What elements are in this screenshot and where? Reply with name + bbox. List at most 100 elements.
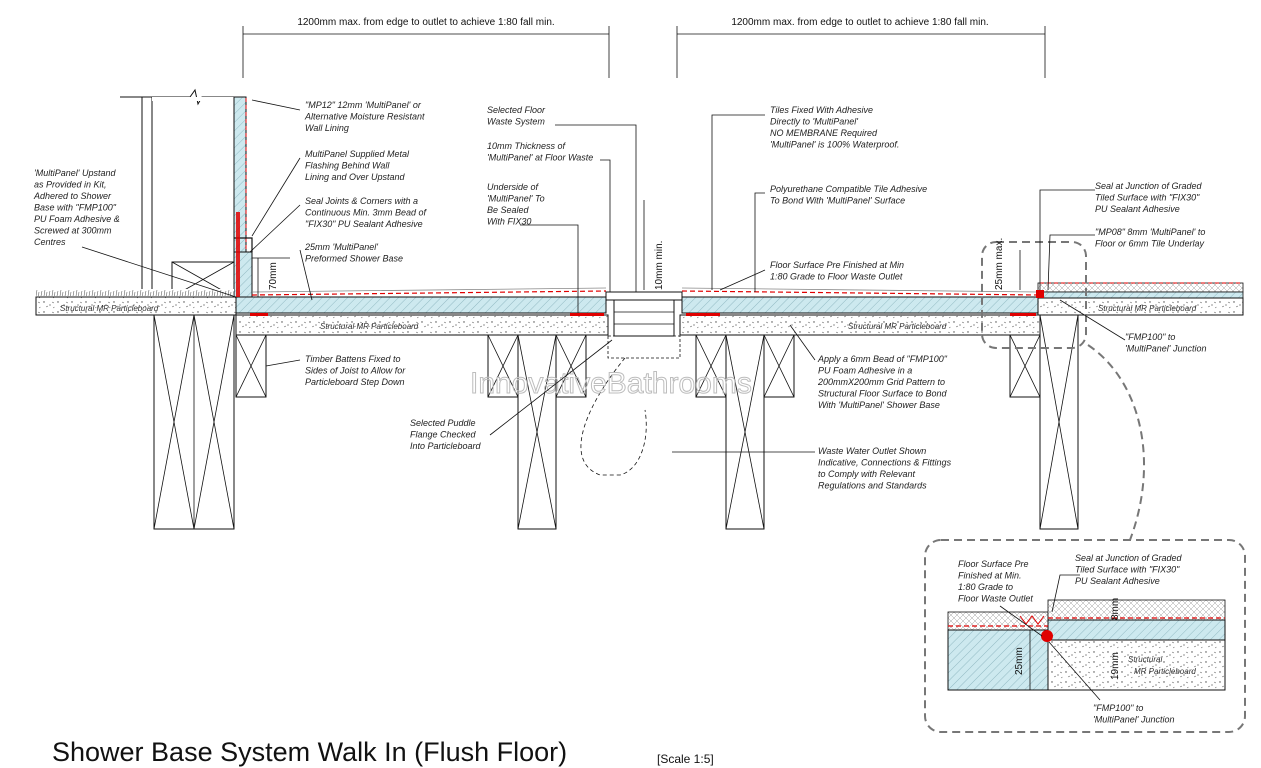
detail-structural-1: Structural — [1128, 655, 1162, 664]
detail-tile-text: 8mm — [1110, 598, 1121, 620]
shower-base — [235, 287, 1039, 314]
note-upstand: 'MultiPanel' Upstand as Provided in Kit,A… — [33, 168, 120, 247]
joists — [153, 314, 1079, 530]
right-floor: Structural MR Particleboard — [1037, 282, 1244, 316]
note-mp12: "MP12" 12mm 'MultiPanel' or Alternative M… — [304, 100, 425, 133]
fall-right-text: 1200mm max. from edge to outlet to achie… — [731, 17, 988, 28]
note-line: as Provided in Kit, — [34, 180, 107, 190]
detail-structural-2: MR Particleboard — [1134, 667, 1196, 676]
note-line: Alternative Moisture Resistant — [304, 112, 425, 122]
note-base: 25mm 'MultiPanel' Preformed Shower Base — [304, 242, 403, 264]
note-line: To Bond With 'MultiPanel' Surface — [770, 196, 905, 206]
note-detail-fmp: "FMP100" to'MultiPanel' Junction — [1093, 703, 1174, 725]
note-line: Particleboard Step Down — [305, 377, 405, 387]
note-line: "MP12" 12mm 'MultiPanel' or — [305, 100, 422, 110]
structural-left-label: Structural MR Particleboard — [60, 304, 159, 313]
watermark: InnovativeBathrooms — [470, 367, 752, 400]
note-line: With 'MultiPanel' Shower Base — [818, 400, 940, 410]
note-line: Floor or 6mm Tile Underlay — [1095, 239, 1204, 249]
note-line: 'MultiPanel' Junction — [1093, 715, 1174, 725]
note-line: Indicative, Connections & Fittings — [818, 458, 952, 468]
floor-waste: 10mm min. — [580, 200, 683, 476]
note-line: Wall Lining — [305, 123, 349, 133]
note-line: Be Sealed — [487, 205, 530, 215]
note-line: Tiled Surface with "FIX30" — [1075, 565, 1180, 575]
upstand-dimension: 70mm — [252, 257, 290, 297]
dimension-fall-right: 1200mm max. from edge to outlet to achie… — [676, 17, 1046, 78]
structural-mid-right-label: Structural MR Particleboard — [848, 322, 947, 331]
dimension-fall-left: 1200mm max. from edge to outlet to achie… — [242, 17, 610, 78]
note-line: Floor Surface Pre Finished at Min — [770, 260, 904, 270]
note-line: Preformed Shower Base — [305, 254, 403, 264]
note-line: Centres — [34, 237, 66, 247]
note-line: Flashing Behind Wall — [305, 161, 390, 171]
note-line: Structural Floor Surface to Bond — [818, 389, 948, 399]
note-line: Seal at Junction of Graded — [1075, 553, 1183, 563]
note-seal-joints: Seal Joints & Corners with a Continuous M… — [305, 196, 428, 229]
fall-left-text: 1200mm max. from edge to outlet to achie… — [297, 17, 554, 28]
note-line: Lining and Over Upstand — [305, 172, 406, 182]
note-line: Continuous Min. 3mm Bead of — [305, 208, 428, 218]
note-thickness: 10mm Thickness of'MultiPanel' at Floor W… — [487, 141, 593, 163]
note-line: Tiled Surface with "FIX30" — [1095, 193, 1200, 203]
battens — [235, 334, 1041, 398]
structural-right-label: Structural MR Particleboard — [1098, 304, 1197, 313]
note-line: PU Foam Adhesive & — [34, 214, 120, 224]
note-line: PU Sealant Adhesive — [1095, 204, 1180, 214]
note-line: to Comply with Relevant — [818, 469, 916, 479]
note-line: Tiles Fixed With Adhesive — [770, 105, 873, 115]
note-line: Finished at Min. — [958, 571, 1022, 581]
note-line: 'MultiPanel' at Floor Waste — [487, 153, 593, 163]
note-line: Selected Puddle — [410, 418, 476, 428]
drawing-scale: [Scale 1:5] — [657, 752, 714, 766]
note-line: Flange Checked — [410, 430, 477, 440]
note-line: 200mmX200mm Grid Pattern to — [817, 377, 945, 387]
note-line: 25mm 'MultiPanel' — [304, 242, 378, 252]
note-line: Into Particleboard — [410, 441, 482, 451]
upstand-height-text: 70mm — [268, 262, 279, 290]
note-line: "MP08" 8mm 'MultiPanel' to — [1095, 227, 1205, 237]
note-line: Polyurethane Compatible Tile Adhesive — [770, 184, 927, 194]
ground-line-left — [36, 289, 234, 297]
note-line: NO MEMBRANE Required — [770, 128, 878, 138]
note-line: "FIX30" PU Sealant Adhesive — [305, 219, 423, 229]
sealant-beads — [236, 212, 1044, 316]
note-floor-surface: Floor Surface Pre Finished at Min 1:80 Gr… — [770, 260, 904, 282]
note-line: 'MultiPanel' To — [487, 194, 545, 204]
detail-thickness-text: 25mm — [1014, 647, 1025, 675]
note-line: Floor Waste Outlet — [958, 594, 1033, 604]
note-line: PU Sealant Adhesive — [1075, 576, 1160, 586]
note-line: Regulations and Standards — [818, 481, 927, 491]
note-line: Underside of — [487, 182, 540, 192]
leader-lines — [81, 99, 1126, 453]
structural-board-left: Structural MR Particleboard — [35, 296, 237, 316]
note-line: Directly to 'MultiPanel' — [770, 117, 858, 127]
structural-board-lower: Structural MR Particleboard Structural M… — [235, 314, 1041, 336]
note-line: Selected Floor — [487, 105, 546, 115]
note-line: 1:80 Grade to Floor Waste Outlet — [770, 272, 903, 282]
note-line: PU Foam Adhesive in a — [818, 366, 912, 376]
structural-mid-left-label: Structural MR Particleboard — [320, 322, 419, 331]
waste-depth-text: 10mm min. — [654, 241, 665, 290]
note-line: With FIX30 — [487, 217, 531, 227]
note-fmp-junction: "FMP100" to'MultiPanel' Junction — [1125, 332, 1206, 354]
note-mp08: "MP08" 8mm 'MultiPanel' to Floor or 6mm T… — [1095, 227, 1205, 249]
note-line: 'MultiPanel' Upstand — [34, 168, 116, 178]
note-line: Seal Joints & Corners with a — [305, 196, 418, 206]
note-line: Adhered to Shower — [33, 191, 112, 201]
note-pu-adhesive: Polyurethane Compatible Tile Adhesive To … — [770, 184, 927, 206]
note-line: "FMP100" to — [1125, 332, 1175, 342]
detail-board-text: 19mm — [1110, 652, 1121, 680]
note-line: Apply a 6mm Bead of "FMP100" — [817, 354, 948, 364]
detail-callout: 25mm max. — [981, 238, 1146, 541]
